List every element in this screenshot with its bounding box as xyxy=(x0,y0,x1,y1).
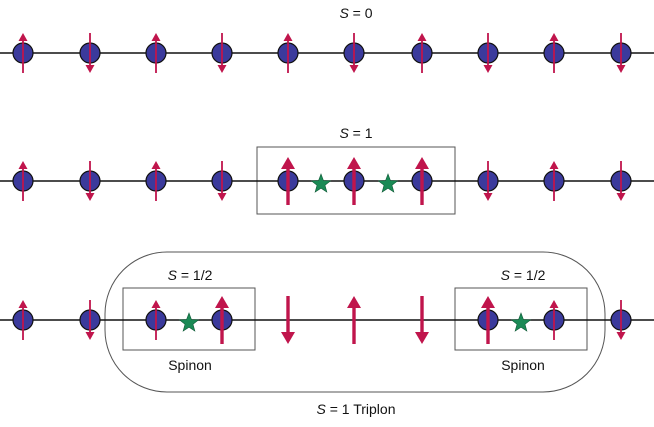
spin-arrow-down xyxy=(217,161,227,201)
label-row3-left-eq: = 1/2 xyxy=(177,267,213,283)
spin-arrow-up xyxy=(151,300,161,340)
chain-row-1 xyxy=(0,33,654,73)
spin-arrow-down xyxy=(85,300,95,340)
spin-arrow-down xyxy=(616,33,626,73)
star-icon xyxy=(510,312,532,332)
spin-arrow-up xyxy=(549,300,559,340)
label-row2-eq: = 1 xyxy=(349,125,373,141)
spin-arrow-down xyxy=(616,161,626,201)
spinon-box-left xyxy=(122,287,256,351)
spin-arrow-up xyxy=(18,161,28,201)
triplon-label-eq: = 1 xyxy=(326,401,350,417)
label-row3-right-s: S xyxy=(501,267,511,283)
star-icon xyxy=(178,312,200,332)
spin-arrow-down xyxy=(217,33,227,73)
star-icon xyxy=(310,173,332,193)
spin-arrow-up xyxy=(18,300,28,340)
spin-arrow-up xyxy=(281,157,295,205)
spin-arrow-up xyxy=(549,161,559,201)
chains-layer xyxy=(0,33,654,344)
triplon-capsule xyxy=(104,251,606,393)
spin-arrow-down xyxy=(349,33,359,73)
chain-row-2 xyxy=(0,157,654,205)
spin-arrow-up xyxy=(481,296,495,344)
spin-arrow-up xyxy=(415,157,429,205)
spin-arrow-up xyxy=(215,296,229,344)
spin-arrow-up xyxy=(347,157,361,205)
label-row3-right: S = 1/2 xyxy=(501,267,546,283)
spin-arrow-down xyxy=(85,161,95,201)
spinon-label-left: Spinon xyxy=(168,357,212,373)
spin-arrow-up xyxy=(18,33,28,73)
label-row1: S = 0 xyxy=(339,5,372,21)
spin-arrow-up xyxy=(151,33,161,73)
spin-arrow-up xyxy=(151,161,161,201)
triplon-label: S = 1 Triplon xyxy=(316,401,395,417)
spin-arrow-down xyxy=(85,33,95,73)
spin-arrow-up xyxy=(347,296,361,344)
spin-arrow-up xyxy=(417,33,427,73)
spin-arrow-down xyxy=(616,300,626,340)
label-row3-left-s: S xyxy=(168,267,178,283)
spin-arrow-up xyxy=(283,33,293,73)
spin-arrow-up xyxy=(549,33,559,73)
spin-arrow-down xyxy=(483,33,493,73)
label-row1-s: S xyxy=(339,5,349,21)
triplon-label-name: Triplon xyxy=(353,401,395,417)
label-row3-right-eq: = 1/2 xyxy=(510,267,546,283)
label-row2-s: S xyxy=(339,125,349,141)
label-row3-left: S = 1/2 xyxy=(168,267,213,283)
spin-arrow-down xyxy=(281,296,295,344)
label-row2: S = 1 xyxy=(339,125,372,141)
spin-arrow-down xyxy=(415,296,429,344)
star-icon xyxy=(377,173,399,193)
spin-arrow-down xyxy=(483,161,493,201)
spinon-box-right xyxy=(454,287,588,351)
triplon-label-s: S xyxy=(316,401,326,417)
chain-row-3 xyxy=(0,296,654,344)
spinon-label-right: Spinon xyxy=(501,357,545,373)
label-row1-eq: = 0 xyxy=(349,5,373,21)
